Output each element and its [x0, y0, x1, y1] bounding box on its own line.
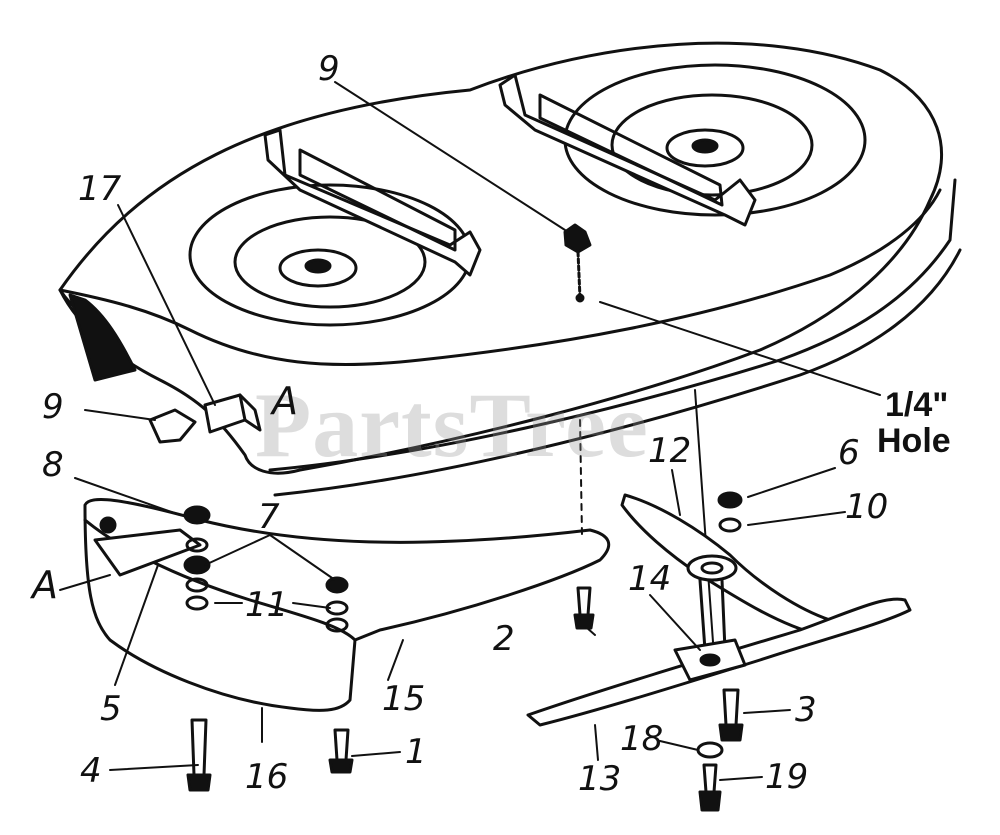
callout-1: 1 [405, 732, 427, 772]
leader-lines [59, 81, 881, 781]
blade-bolts [696, 688, 744, 812]
screws [186, 586, 595, 792]
hole-size-note: 1/4" Hole [877, 386, 951, 459]
callout-16: 16 [245, 757, 289, 797]
callout-13: 13 [578, 759, 622, 799]
callout-3: 3 [795, 690, 817, 730]
callout-8: 8 [42, 445, 64, 485]
callout-12: 12 [648, 431, 692, 471]
callout-2: 2 [493, 619, 515, 659]
callout-7: 7 [258, 497, 280, 537]
hole-label: Hole [877, 421, 951, 460]
callout-5: 5 [100, 689, 122, 729]
callout-A-deck: A [272, 379, 298, 423]
wing-nut-top [563, 223, 592, 303]
callout-4: 4 [80, 751, 102, 791]
watermark-text: PartsTree [255, 374, 649, 476]
hole-size-value: 1/4" [885, 386, 949, 424]
callout-11: 11 [245, 585, 289, 625]
callout-14: 14 [628, 559, 672, 599]
callout-9-top: 9 [318, 49, 340, 89]
callout-18: 18 [620, 719, 664, 759]
callout-6: 6 [838, 433, 860, 473]
callout-19: 19 [765, 757, 809, 797]
hardware-stack [183, 505, 349, 633]
callout-15: 15 [382, 679, 426, 719]
callout-17: 17 [78, 169, 122, 209]
lower-blade [526, 491, 912, 727]
callout-9-side: 9 [42, 387, 64, 427]
hanger-brackets [263, 73, 757, 277]
callout-10: 10 [845, 487, 889, 527]
callout-A-baffle: A [32, 563, 58, 607]
side-bracket [148, 393, 262, 444]
